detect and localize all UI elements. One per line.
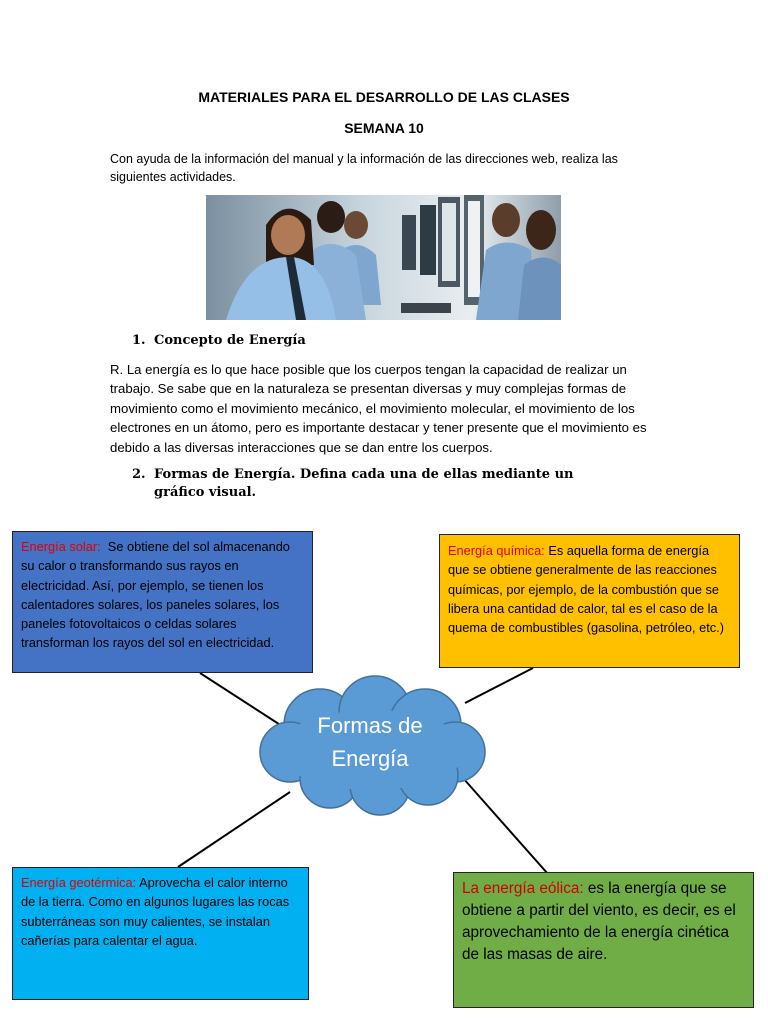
solar-energy-box: Energía solar: Se obtiene del sol almace… — [12, 531, 313, 673]
chemical-energy-box: Energía química: Es aquella forma de ene… — [439, 534, 740, 668]
photo-illustration — [206, 195, 561, 320]
cloud-label: Formas de Energía — [290, 709, 450, 775]
cloud-label-line2: Energía — [331, 746, 409, 771]
wind-energy-box: La energía eólica: es la energía que se … — [453, 872, 754, 1008]
connector-eolica — [462, 777, 549, 875]
section-1-heading: 1. Concepto de Energía — [132, 333, 306, 348]
connector-solar — [199, 672, 286, 729]
section-2-number: 2. — [132, 467, 146, 482]
connector-geotermica — [177, 791, 291, 868]
document-title: MATERIALES PARA EL DESARROLLO DE LAS CLA… — [198, 89, 570, 105]
geothermal-energy-text: Aprovecha el calor interno de la tierra.… — [21, 875, 290, 948]
students-computer-lab-photo — [206, 195, 561, 320]
cloud-shape — [259, 675, 486, 816]
chemical-energy-text: Es aquella forma de energía que se obtie… — [448, 543, 724, 636]
intro-paragraph: Con ayuda de la información del manual y… — [110, 152, 618, 184]
section-2-heading: 2. Formas de Energía. Defina cada una de … — [132, 466, 632, 502]
section-1-number: 1. — [132, 333, 146, 348]
solar-energy-label: Energía solar: — [21, 539, 101, 554]
chemical-energy-label: Energía química: — [448, 543, 545, 558]
section-2-title-line1: Formas de Energía. Defina cada una de el… — [154, 467, 574, 482]
solar-energy-text: Se obtiene del sol almacenando su calor … — [21, 539, 290, 651]
cloud-label-line1: Formas de — [317, 713, 423, 738]
geothermal-energy-box: Energía geotérmica: Aprovecha el calor i… — [12, 867, 309, 1000]
wind-energy-text: es la energía que se obtiene a partir de… — [462, 880, 736, 963]
connector-quimica — [464, 667, 534, 704]
wind-energy-label: La energía eólica: — [462, 880, 584, 897]
section-1-title: Concepto de Energía — [154, 333, 306, 348]
section-1-answer: R. La energía es lo que hace posible que… — [110, 362, 647, 455]
week-title: SEMANA 10 — [344, 120, 424, 136]
section-2-title-line2: gráfico visual. — [154, 485, 257, 500]
geothermal-energy-label: Energía geotérmica: — [21, 875, 137, 890]
